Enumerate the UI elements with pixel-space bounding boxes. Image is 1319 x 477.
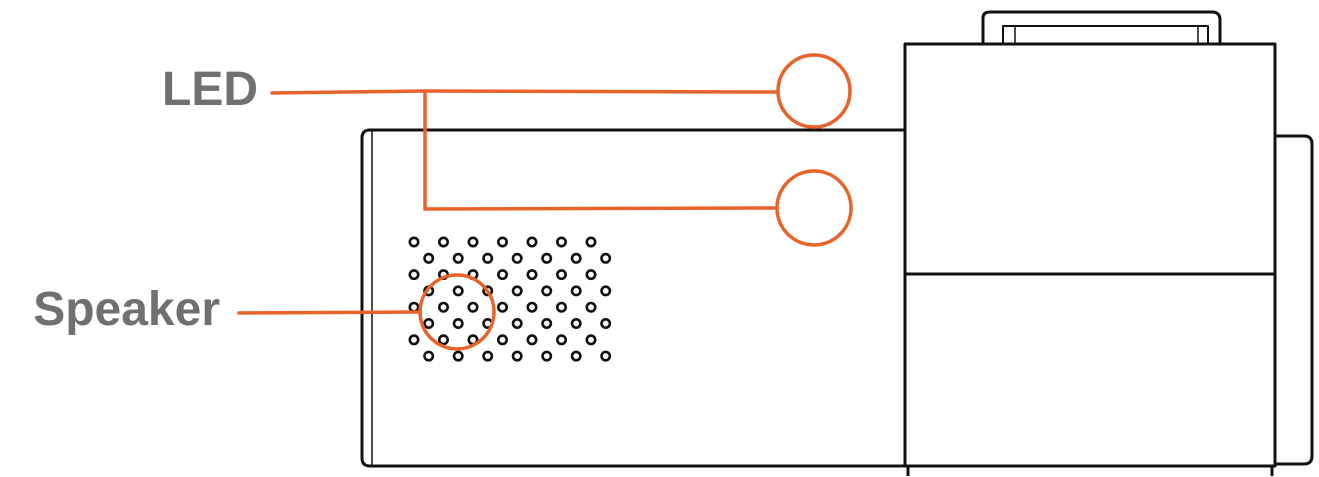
speaker-hole [585,334,597,346]
speaker-hole [482,252,494,264]
speaker-hole [452,252,464,264]
led-label: LED [162,63,258,116]
top-mount [981,10,1222,44]
speaker-hole [526,236,538,248]
speaker-hole [511,350,523,362]
speaker-hole [570,285,582,297]
right-upper-block [903,42,1277,276]
speaker-hole [437,334,449,346]
speaker-leader-line [237,310,422,315]
speaker-hole [408,334,420,346]
speaker-hole [423,317,435,329]
speaker-hole [496,334,508,346]
speaker-hole [452,285,464,297]
speaker-hole [600,350,612,362]
speaker-highlight-circle [418,273,496,351]
speaker-hole [408,301,420,313]
speaker-hole [600,317,612,329]
speaker-hole [570,252,582,264]
speaker-hole [541,350,553,362]
speaker-hole [541,317,553,329]
speaker-hole [555,334,567,346]
led-branch-line [423,89,776,211]
led-indicator-lower [775,169,853,247]
speaker-hole [423,350,435,362]
speaker-hole [585,236,597,248]
speaker-grille [408,236,612,362]
speaker-hole [555,301,567,313]
led-indicator-upper [776,53,852,129]
speaker-hole [437,236,449,248]
right-lower-block [903,272,1277,468]
speaker-hole [437,301,449,313]
speaker-hole [541,285,553,297]
side-lens-ring [1275,134,1314,466]
callouts [237,53,853,351]
device-outline [360,10,1314,476]
speaker-hole [511,252,523,264]
speaker-hole [408,236,420,248]
speaker-hole [467,301,479,313]
speaker-hole [555,236,567,248]
speaker-hole [408,269,420,281]
left-housing [360,128,907,468]
speaker-hole [585,301,597,313]
speaker-hole [467,236,479,248]
speaker-hole [511,285,523,297]
speaker-hole [496,301,508,313]
speaker-hole [526,334,538,346]
speaker-hole [526,269,538,281]
speaker-hole [585,269,597,281]
speaker-label: Speaker [33,283,220,336]
speaker-hole [526,301,538,313]
speaker-hole [482,350,494,362]
speaker-hole [570,317,582,329]
speaker-hole [496,269,508,281]
speaker-hole [541,252,553,264]
speaker-hole [570,350,582,362]
speaker-hole [555,269,567,281]
speaker-hole [482,285,494,297]
speaker-hole [423,252,435,264]
speaker-hole [600,252,612,264]
speaker-hole [452,317,464,329]
led-leader-line [270,89,780,95]
speaker-hole [600,285,612,297]
speaker-hole [452,350,464,362]
speaker-hole [496,236,508,248]
speaker-hole [511,317,523,329]
